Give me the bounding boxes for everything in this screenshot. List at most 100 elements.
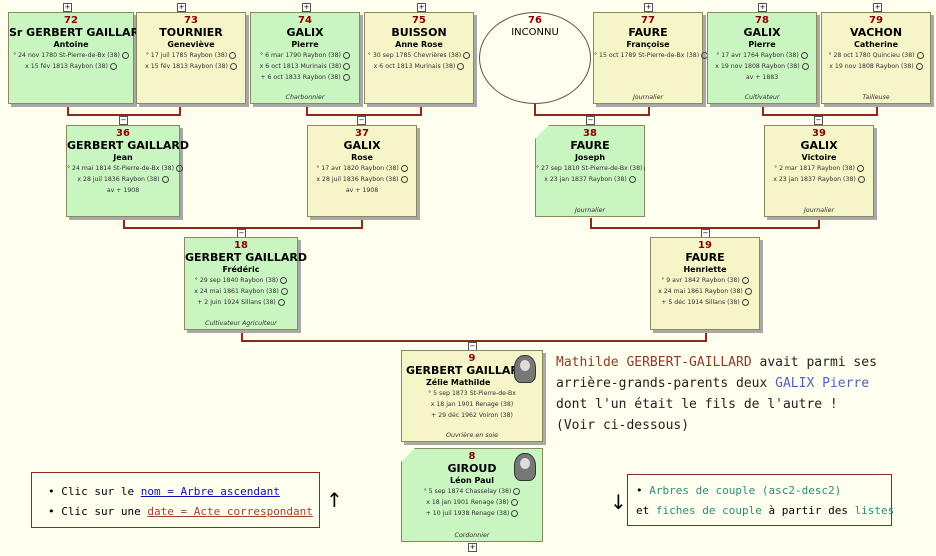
couple-trees-link[interactable]: Arbres de couple (asc2-desc2)	[649, 484, 842, 497]
marriage-event[interactable]: x 24 mai 1861 Raybon (38)	[651, 286, 759, 297]
given-name: Catherine	[853, 40, 899, 49]
surname[interactable]: GALIX	[800, 139, 838, 152]
marriage-event[interactable]: x 24 mai 1861 Raybon (38)	[185, 286, 297, 297]
surname[interactable]: TOURNIER	[159, 26, 223, 39]
birth-event[interactable]: ° 24 mai 1814 St-Pierre-de-Bx (38)	[67, 163, 184, 174]
lists-link[interactable]: listes	[854, 504, 895, 517]
death-event[interactable]: + 5 déc 1914 Sillans (38)	[651, 297, 759, 308]
expand-plus-icon[interactable]: +	[873, 3, 882, 12]
sosa-number: 73	[184, 15, 198, 26]
person-card-39[interactable]: 39 GALIX Victoire ° 2 mar 1817 Raybon (3…	[764, 125, 874, 217]
expand-plus-icon[interactable]: +	[177, 3, 186, 12]
birth-event[interactable]: ° 29 sep 1840 Raybon (38)	[185, 275, 297, 286]
surname[interactable]: GERBERT GAILLARD	[67, 139, 189, 152]
connector-line	[876, 105, 878, 115]
collapse-minus-icon[interactable]: −	[119, 116, 128, 125]
birth-event[interactable]: ° 9 avr 1842 Raybon (38)	[651, 275, 759, 286]
birth-event[interactable]: ° 17 juil 1785 Raybon (38)	[137, 50, 245, 61]
date-link[interactable]: date	[147, 505, 174, 518]
surname[interactable]: FAURE	[685, 251, 725, 264]
birth-event[interactable]: ° 24 nov 1780 St-Pierre-de-Bx (38)	[9, 50, 133, 61]
surname[interactable]: GALIX	[286, 26, 324, 39]
marriage-event[interactable]: x 23 jan 1837 Raybon (38)	[536, 174, 644, 185]
person-card-73[interactable]: 73 TOURNIER Geneviève ° 17 juil 1785 Ray…	[136, 12, 246, 104]
person-card-18[interactable]: 18 GERBERT GAILLARD Frédéric ° 29 sep 18…	[184, 237, 307, 330]
source-circle-icon	[628, 175, 636, 183]
marriage-event[interactable]: x 15 fév 1813 Raybon (38)	[137, 61, 245, 72]
source-circle-icon	[513, 487, 521, 495]
person-card-9[interactable]: 9 GERBERT GAILLARD Zélie Mathilde ° 5 se…	[401, 350, 543, 442]
record-link[interactable]: Acte correspondant	[193, 505, 313, 518]
person-card-19[interactable]: 19 FAURE Henriette ° 9 avr 1842 Raybon (…	[650, 237, 760, 330]
surname[interactable]: FAURE	[628, 26, 668, 39]
portrait-photo[interactable]	[514, 355, 536, 383]
person-card-8[interactable]: 8 GIROUD Léon Paul ° 5 sep 1874 Chassela…	[401, 448, 543, 542]
name-link[interactable]: nom	[140, 485, 161, 498]
ancestor-tree-link[interactable]: Arbre ascendant	[180, 485, 280, 498]
expand-plus-icon[interactable]: +	[644, 3, 653, 12]
occupation: Journalier	[632, 94, 664, 101]
person-card-74[interactable]: 74 GALIX Pierre ° 6 mar 1790 Raybon (38)…	[250, 12, 360, 104]
expand-plus-icon[interactable]: +	[302, 3, 311, 12]
surname[interactable]: GERBERT GAILLARD	[185, 251, 307, 264]
birth-event[interactable]: ° 15 oct 1789 St-Pierre-de-Bx (38)	[594, 50, 709, 61]
person-card-79[interactable]: 79 VACHON Catherine ° 28 oct 1780 Quinci…	[821, 12, 931, 104]
marriage-event[interactable]: x 23 jan 1837 Raybon (38)	[765, 174, 873, 185]
death-event[interactable]: + 29 déc 1962 Voiron (38)	[431, 412, 513, 419]
marriage-event[interactable]: x 19 nov 1808 Raybon (38)	[708, 61, 816, 72]
given-name: Rose	[351, 153, 373, 162]
marriage-event[interactable]: x 6 oct 1813 Murinais (38)	[365, 61, 473, 72]
person-card-77[interactable]: 77 FAURE Françoise ° 15 oct 1789 St-Pier…	[593, 12, 709, 104]
click-help-box: • Clic sur le nom = Arbre ascendant • Cl…	[31, 472, 320, 528]
birth-event[interactable]: ° 17 avr 1820 Raybon (38)	[308, 163, 416, 174]
collapse-minus-icon[interactable]: −	[586, 116, 595, 125]
sosa-number: 36	[116, 128, 130, 139]
person-card-78[interactable]: 78 GALIX Pierre ° 17 avr 1764 Raybon (38…	[707, 12, 817, 104]
surname[interactable]: BUISSON	[391, 26, 447, 39]
source-circle-icon	[280, 276, 288, 284]
connector-line	[123, 227, 363, 229]
marriage-event[interactable]: x 28 juil 1836 Raybon (38)	[308, 174, 416, 185]
source-circle-icon	[161, 175, 169, 183]
marriage-event[interactable]: x 15 fév 1813 Raybon (38)	[9, 61, 133, 72]
expand-plus-icon[interactable]: +	[63, 3, 72, 12]
surname[interactable]: FAURE	[570, 139, 610, 152]
birth-event[interactable]: ° 27 sep 1810 St-Pierre-de-Bx (38)	[536, 163, 645, 174]
birth-event[interactable]: ° 28 oct 1780 Quincieu (38)	[822, 50, 930, 61]
marriage-event[interactable]: x 28 juil 1836 Raybon (38)	[67, 174, 179, 185]
surname[interactable]: GIROUD	[447, 462, 497, 475]
birth-event[interactable]: ° 2 mar 1817 Raybon (38)	[765, 163, 873, 174]
person-card-38[interactable]: 38 FAURE Joseph ° 27 sep 1810 St-Pierre-…	[535, 125, 645, 217]
expand-plus-icon[interactable]: +	[758, 3, 767, 12]
person-card-72[interactable]: 72 Sr GERBERT GAILLARD Antoine ° 24 nov …	[8, 12, 149, 104]
collapse-minus-icon[interactable]: −	[814, 116, 823, 125]
expand-plus-icon[interactable]: +	[468, 543, 477, 552]
marriage-event[interactable]: x 6 oct 1813 Murinais (38)	[251, 61, 359, 72]
death-event[interactable]: + 2 juin 1924 Sillans (38)	[185, 297, 297, 308]
portrait-photo[interactable]	[514, 453, 536, 481]
expand-plus-icon[interactable]: +	[417, 3, 426, 12]
surname[interactable]: GALIX	[743, 26, 781, 39]
surname[interactable]: GERBERT GAILLARD	[406, 364, 528, 377]
birth-event[interactable]: ° 6 mar 1790 Raybon (38)	[251, 50, 359, 61]
marriage-event[interactable]: x 19 nov 1808 Raybon (38)	[822, 61, 930, 72]
explanation-note: Mathilde GERBERT-GAILLARD avait parmi se…	[556, 355, 877, 433]
person-card-37[interactable]: 37 GALIX Rose ° 17 avr 1820 Raybon (38) …	[307, 125, 417, 217]
couple-sheets-link[interactable]: fiches de couple	[655, 504, 762, 517]
given-name: Léon Paul	[450, 476, 494, 485]
death-event[interactable]: + 6 oct 1833 Raybon (38)	[251, 72, 359, 83]
death-event[interactable]: + 10 juil 1938 Renage (38)	[402, 508, 542, 519]
surname[interactable]: VACHON	[849, 26, 903, 39]
surname[interactable]: GALIX	[343, 139, 381, 152]
birth-event[interactable]: ° 5 sep 1873 St-Pierre-de-Bx	[428, 390, 516, 397]
birth-event[interactable]: ° 5 sep 1874 Chasselay (38)	[402, 486, 542, 497]
collapse-minus-icon[interactable]: −	[357, 116, 366, 125]
person-card-75[interactable]: 75 BUISSON Anne Rose ° 30 sep 1785 Chevr…	[364, 12, 474, 104]
marriage-event[interactable]: x 18 jan 1901 Renage (38)	[402, 497, 542, 508]
marriage-event[interactable]: x 18 jan 1901 Renage (38)	[430, 401, 514, 408]
birth-event[interactable]: ° 30 sep 1785 Chevrières (38)	[365, 50, 473, 61]
person-card-36[interactable]: 36 GERBERT GAILLARD Jean ° 24 mai 1814 S…	[66, 125, 189, 217]
birth-event[interactable]: ° 17 avr 1764 Raybon (38)	[708, 50, 816, 61]
surname[interactable]: Sr GERBERT GAILLARD	[9, 26, 149, 39]
occupation: Ouvrière en soie	[446, 432, 498, 439]
